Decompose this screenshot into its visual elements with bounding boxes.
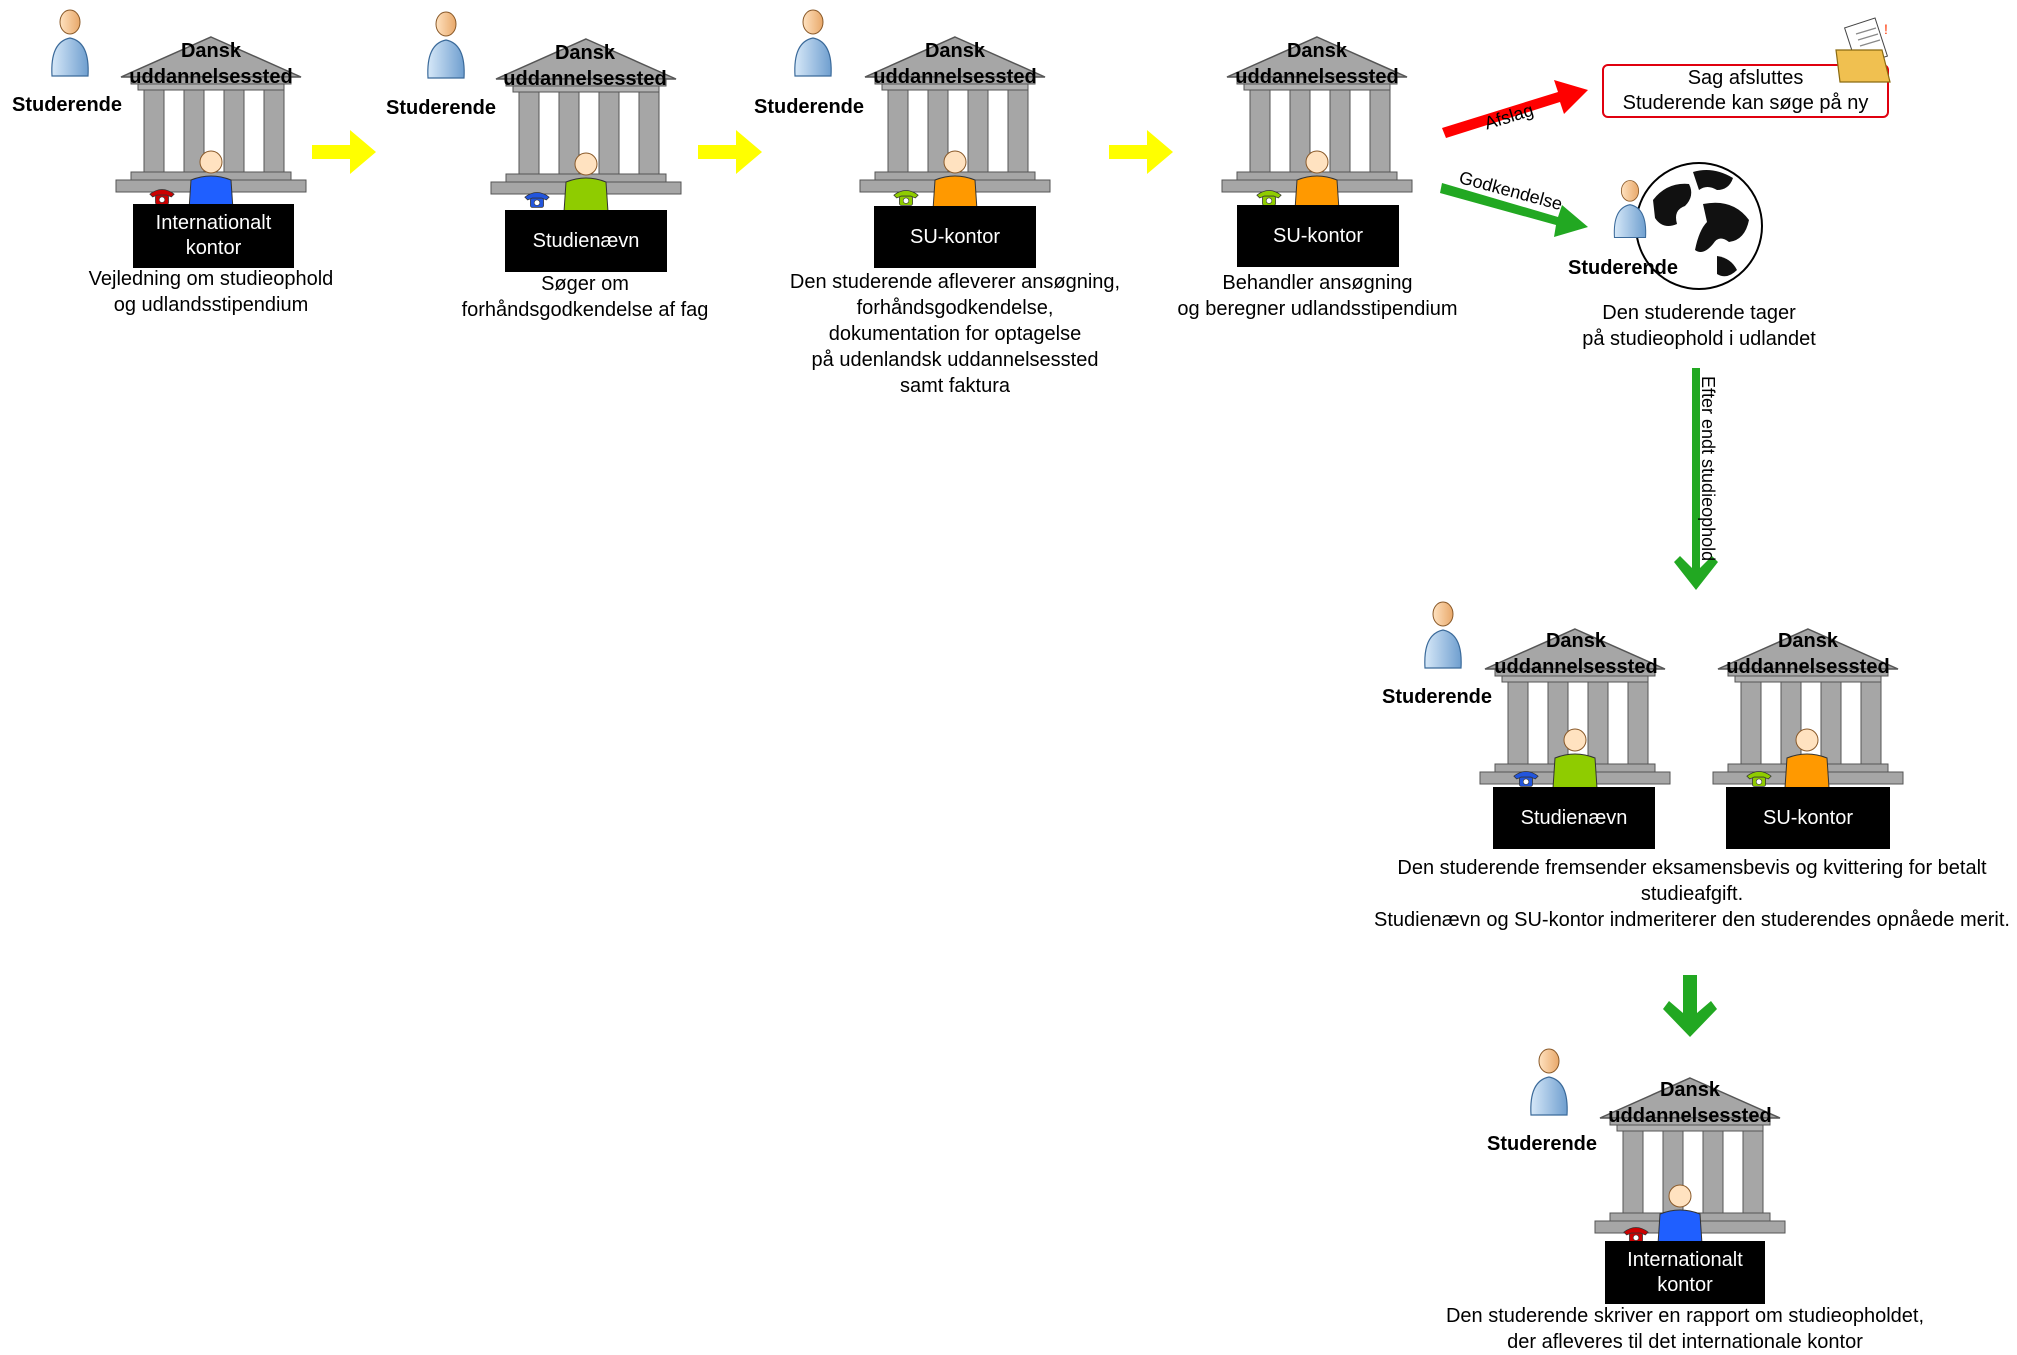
reject-arrow-icon: Afslag — [1442, 80, 1588, 138]
clerk-icon — [1292, 150, 1342, 210]
office-su: SU-kontor — [1726, 787, 1890, 849]
institution-label: Dansk uddannelsessted — [1235, 40, 1399, 88]
approve-arrow-icon: Godkendelse — [1440, 167, 1588, 237]
clerk-icon — [1655, 1184, 1705, 1244]
caption-return: Den studerende fremsender eksamensbevis … — [1374, 857, 2010, 931]
office-studienaevn: Studienævn — [1493, 787, 1655, 849]
institution-label: Dansk uddannelsessted — [1494, 630, 1658, 678]
student-icon — [1611, 178, 1649, 240]
phone-icon — [1745, 768, 1773, 788]
institution-label: Dansk uddannelsessted — [1726, 630, 1890, 678]
folder-icon: ! — [1835, 17, 1891, 83]
arrow-icon — [698, 130, 762, 174]
caption-step1: Vejledning om studieophold og udlandssti… — [88, 268, 334, 316]
caption-step3: Den studerende afleverer ansøgning, forh… — [789, 271, 1121, 397]
office-international: Internationalt kontor — [133, 204, 294, 268]
arrow-icon — [312, 130, 376, 174]
office-su: SU-kontor — [1237, 205, 1399, 267]
phone-icon — [148, 186, 176, 206]
phone-icon — [892, 187, 920, 207]
caption-step2: Søger om forhåndsgodkendelse af fag — [461, 273, 709, 321]
clerk-icon — [561, 152, 611, 212]
institution-label: Dansk uddannelsessted — [503, 42, 667, 90]
caption-abroad: Den studerende tager på studieophold i u… — [1582, 302, 1816, 350]
caption-step4: Behandler ansøgning og beregner udlandss… — [1177, 272, 1458, 320]
clerk-icon — [1782, 728, 1832, 788]
student-label: Studerende — [1568, 257, 1679, 279]
office-su: SU-kontor — [874, 206, 1036, 268]
institution-label: Dansk uddannelsessted — [873, 40, 1037, 88]
arrow-label-after-stay: Efter endt studieophold — [1698, 376, 1718, 561]
phone-icon — [523, 189, 551, 209]
institution-label: Dansk uddannelsessted — [1608, 1079, 1772, 1127]
student-label: Studerende — [1487, 1133, 1598, 1155]
phone-icon — [1255, 187, 1283, 207]
clerk-icon — [1550, 728, 1600, 788]
office-international: Internationalt kontor — [1605, 1241, 1765, 1304]
globe-icon — [1635, 162, 1763, 290]
student-label: Studerende — [1382, 686, 1493, 708]
office-studienaevn: Studienævn — [505, 210, 667, 272]
after-stay-arrow-icon: Efter endt studieophold — [1674, 368, 1718, 590]
institution-label: Dansk uddannelsessted — [129, 40, 293, 88]
caption-report: Den studerende skriver en rapport om stu… — [1445, 1305, 1925, 1353]
student-label: Studerende — [12, 94, 123, 116]
clerk-icon — [186, 150, 236, 210]
arrow-icon — [1109, 130, 1173, 174]
arrow-icon — [1663, 975, 1717, 1037]
clerk-icon — [930, 150, 980, 210]
student-label: Studerende — [386, 97, 497, 119]
phone-icon — [1512, 768, 1540, 788]
student-label: Studerende — [754, 96, 865, 118]
arrow-label-rejected: Afslag — [1482, 100, 1536, 134]
svg-text:!: ! — [1884, 21, 1888, 37]
